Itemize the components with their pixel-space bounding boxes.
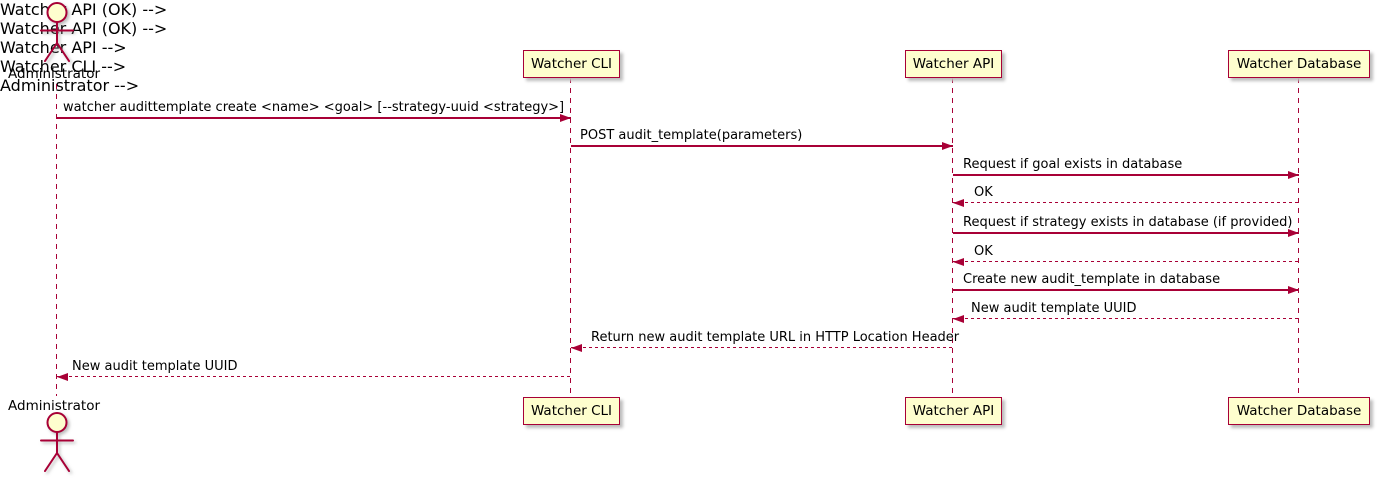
- arrowhead-right-icon: [560, 114, 571, 122]
- lifeline-watcher-api: [952, 78, 954, 397]
- lifeline-watcher-cli: [570, 78, 572, 397]
- arrowhead-right-icon: [1288, 286, 1299, 294]
- message-label: New audit template UUID: [72, 359, 238, 374]
- message-line: [953, 202, 1299, 204]
- message-line: [953, 174, 1299, 176]
- actor-icon: [40, 412, 74, 472]
- message-label: OK: [974, 185, 993, 200]
- arrowhead-left-icon: [571, 344, 582, 352]
- actor-icon: [40, 2, 74, 62]
- lifeline-watcher-database: [1298, 78, 1300, 397]
- message-label: POST audit_template(parameters): [580, 128, 803, 143]
- message-label: Create new audit_template in database: [963, 272, 1221, 287]
- message-line: [953, 261, 1299, 263]
- arrowhead-left-icon: [953, 258, 964, 266]
- arrowhead-right-icon: [942, 142, 953, 150]
- arrowhead-left-icon: [57, 373, 68, 381]
- participant-watcher-api-bottom: Watcher API: [905, 397, 1002, 425]
- message-label: New audit template UUID: [971, 301, 1137, 316]
- arrowhead-right-icon: [1288, 171, 1299, 179]
- arrowhead-right-icon: [1288, 229, 1299, 237]
- participant-watcher-api-top: Watcher API: [905, 50, 1002, 78]
- participant-watcher-database-top: Watcher Database: [1228, 50, 1370, 78]
- actor-label-top: Administrator: [8, 66, 101, 82]
- message-label: Return new audit template URL in HTTP Lo…: [591, 330, 960, 345]
- message-line: [571, 347, 953, 349]
- message-line: [953, 232, 1299, 234]
- message-label: Request if strategy exists in database (…: [963, 215, 1293, 230]
- lifeline-administrator: [56, 84, 58, 396]
- participant-watcher-cli-top: Watcher CLI: [523, 50, 620, 78]
- message-line: [953, 289, 1299, 291]
- arrowhead-left-icon: [953, 315, 964, 323]
- message-line: [571, 145, 953, 147]
- participant-watcher-database-bottom: Watcher Database: [1228, 397, 1370, 425]
- message-label: OK: [974, 244, 993, 259]
- message-line: [57, 117, 571, 119]
- participant-watcher-cli-bottom: Watcher CLI: [523, 397, 620, 425]
- message-label: watcher audittemplate create <name> <goa…: [63, 100, 565, 115]
- arrowhead-left-icon: [953, 199, 964, 207]
- message-label: Request if goal exists in database: [963, 157, 1183, 172]
- message-line: [57, 376, 571, 378]
- actor-label-bottom: Administrator: [8, 398, 101, 414]
- message-line: [953, 318, 1299, 320]
